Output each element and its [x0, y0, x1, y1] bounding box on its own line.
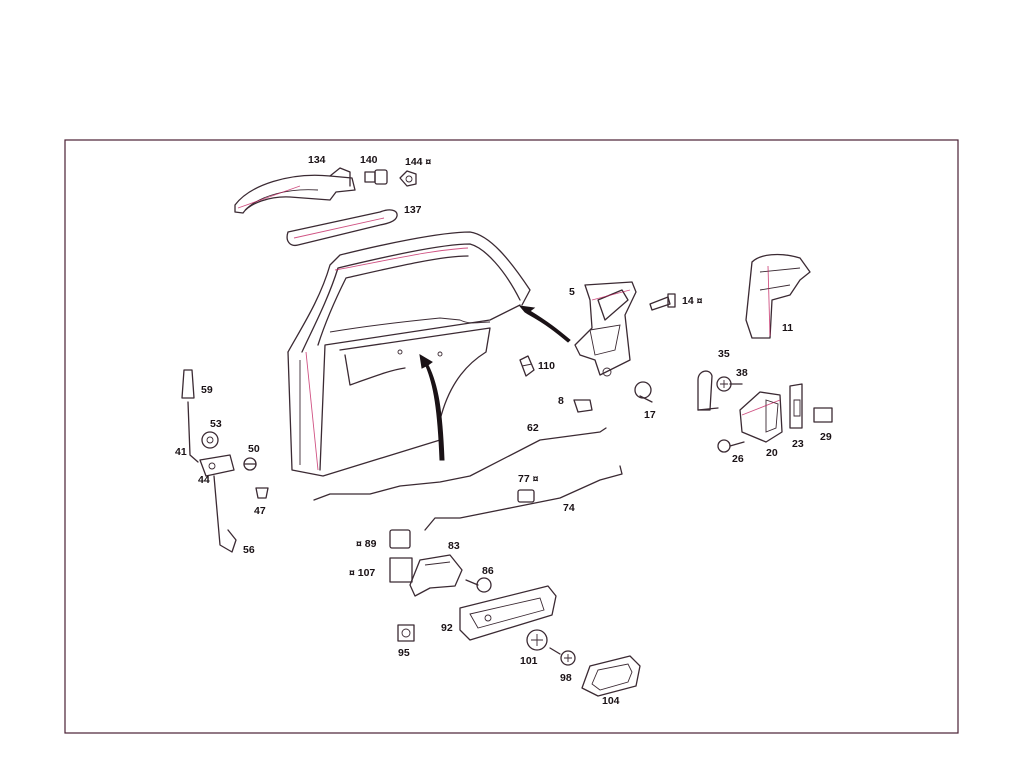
- label-35: 35: [718, 348, 730, 360]
- arrow-to-door: [419, 354, 445, 461]
- label-17: 17: [644, 409, 656, 421]
- label-56: 56: [243, 544, 255, 556]
- part-89-clip: [389, 529, 411, 549]
- door-shell: [287, 231, 531, 477]
- label-77: 77 ¤: [518, 473, 539, 485]
- label-26: 26: [732, 453, 744, 465]
- label-107: ¤ 107: [349, 567, 375, 579]
- part-104-trim: [581, 655, 641, 697]
- label-44: 44: [198, 474, 210, 486]
- part-8-plug: [573, 399, 593, 413]
- label-20: 20: [766, 447, 778, 459]
- part-86-screw: [465, 577, 492, 593]
- part-41-rod: [187, 401, 199, 463]
- label-140: 140: [360, 154, 378, 166]
- part-14-screw: [649, 293, 676, 311]
- label-5: 5: [569, 286, 575, 298]
- part-11-cover: [745, 253, 811, 339]
- label-50: 50: [248, 443, 260, 455]
- part-62-rod: [313, 427, 607, 501]
- part-20-striker: [739, 391, 783, 443]
- part-95-nut: [397, 624, 415, 642]
- part-92-handle-housing: [459, 585, 557, 641]
- label-11: 11: [782, 322, 793, 334]
- label-14: 14 ¤: [682, 295, 703, 307]
- part-107-plate: [389, 557, 413, 583]
- label-38: 38: [736, 367, 748, 379]
- label-74: 74: [563, 502, 575, 514]
- label-53: 53: [210, 418, 222, 430]
- part-101-cap: [526, 629, 548, 651]
- part-44-lever: [199, 454, 235, 477]
- part-77-clip: [517, 489, 535, 503]
- label-23: 23: [792, 438, 804, 450]
- label-144: 144 ¤: [405, 156, 431, 168]
- label-86: 86: [482, 565, 494, 577]
- part-5-door-lock: [574, 281, 637, 377]
- part-17-screw: [634, 381, 653, 403]
- part-140-plug: [364, 169, 388, 185]
- part-56-rod: [213, 475, 237, 553]
- label-83: 83: [448, 540, 460, 552]
- label-89: ¤ 89: [356, 538, 377, 550]
- label-47: 47: [254, 505, 266, 517]
- part-74-rod: [424, 465, 623, 531]
- label-29: 29: [820, 431, 832, 443]
- label-104: 104: [602, 695, 620, 707]
- part-83-lever: [409, 554, 463, 597]
- part-35-bracket: [697, 370, 719, 411]
- part-50-bushing: [243, 457, 257, 471]
- part-38-screw: [716, 376, 743, 392]
- label-59: 59: [201, 384, 213, 396]
- part-110-clip: [519, 355, 535, 377]
- part-29-plate: [813, 407, 833, 423]
- label-92: 92: [441, 622, 453, 634]
- label-62: 62: [527, 422, 539, 434]
- part-53-guide: [201, 431, 219, 449]
- part-26-screw: [717, 439, 745, 453]
- label-134: 134: [308, 154, 326, 166]
- label-137: 137: [404, 204, 422, 216]
- label-8: 8: [558, 395, 564, 407]
- part-23-plate: [789, 383, 803, 429]
- part-47-clip: [255, 487, 269, 499]
- arrow-to-lock: [518, 305, 571, 343]
- part-98-screw: [549, 647, 576, 666]
- label-41: 41: [175, 446, 187, 458]
- part-144-clip: [399, 170, 417, 187]
- label-101: 101: [520, 655, 538, 667]
- label-98: 98: [560, 672, 572, 684]
- part-59-lock-knob: [181, 369, 195, 399]
- label-95: 95: [398, 647, 410, 659]
- label-110: 110: [538, 360, 555, 372]
- part-134-outside-handle: [234, 167, 356, 214]
- part-137-gasket: [286, 209, 398, 247]
- diagram-frame: [64, 139, 959, 734]
